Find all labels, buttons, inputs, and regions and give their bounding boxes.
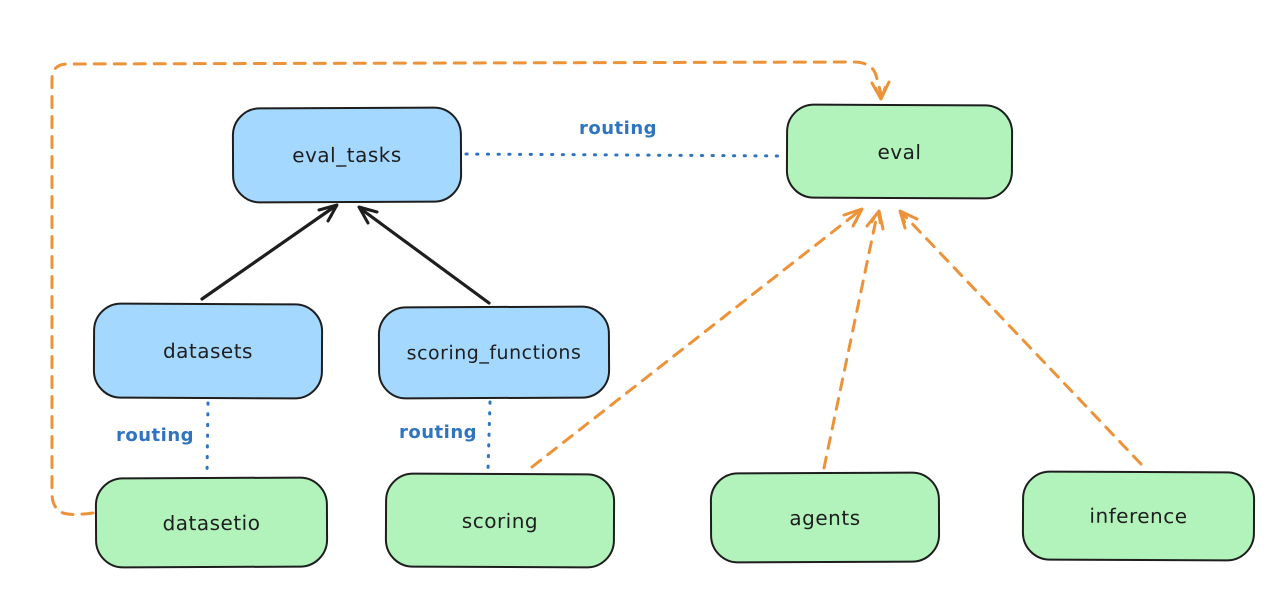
arrowhead-datasetio-to-eval: [870, 80, 891, 101]
node-inference-label: inference: [1089, 503, 1188, 529]
node-eval-tasks-label: eval_tasks: [292, 142, 402, 168]
routing-label-left: routing: [115, 425, 195, 446]
arrowhead-scoring-to-eval: [842, 207, 864, 228]
edge-datasetio-to-eval-loop: [50, 60, 883, 516]
node-datasetio: datasetio: [94, 476, 329, 569]
node-scoring-functions-label: scoring_functions: [406, 341, 582, 364]
routing-label-mid: routing: [398, 422, 478, 443]
node-datasets-label: datasets: [162, 338, 254, 364]
arrowhead-agents-to-eval-inner: [870, 210, 882, 225]
edge-inference-to-eval: [901, 212, 1143, 466]
arrowhead-scoring_functions-to-eval_tasks-inner: [359, 207, 373, 218]
edge-eval_tasks-to-eval-routing: [464, 152, 785, 158]
node-eval-tasks: eval_tasks: [231, 106, 463, 204]
node-agents: agents: [709, 471, 941, 564]
arrowhead-inference-to-eval-inner: [899, 210, 913, 224]
edge-scoring_functions-to-eval_tasks: [359, 207, 491, 305]
edge-datasets-to-eval_tasks: [200, 205, 336, 301]
node-scoring-label: scoring: [461, 508, 539, 533]
node-scoring-functions: scoring_functions: [377, 305, 611, 400]
arrowhead-datasets-to-eval_tasks-inner: [323, 205, 337, 218]
arrowhead-scoring_functions-to-eval_tasks: [357, 205, 379, 225]
edge-agents-to-eval: [822, 213, 879, 470]
arrowhead-datasets-to-eval_tasks: [317, 203, 339, 223]
arrowhead-inference-to-eval: [898, 209, 919, 230]
node-eval-label: eval: [877, 139, 922, 164]
routing-label-top: routing: [578, 118, 658, 139]
arrowhead-agents-to-eval: [865, 209, 885, 231]
node-datasets: datasets: [92, 302, 324, 400]
arrowhead-scoring-to-eval-inner: [847, 208, 863, 224]
node-agents-label: agents: [789, 505, 861, 530]
node-datasetio-label: datasetio: [162, 510, 261, 535]
node-eval: eval: [785, 103, 1014, 200]
node-scoring: scoring: [384, 472, 616, 569]
node-inference: inference: [1021, 470, 1256, 562]
arrowhead-datasetio-to-eval-inner: [874, 85, 887, 101]
